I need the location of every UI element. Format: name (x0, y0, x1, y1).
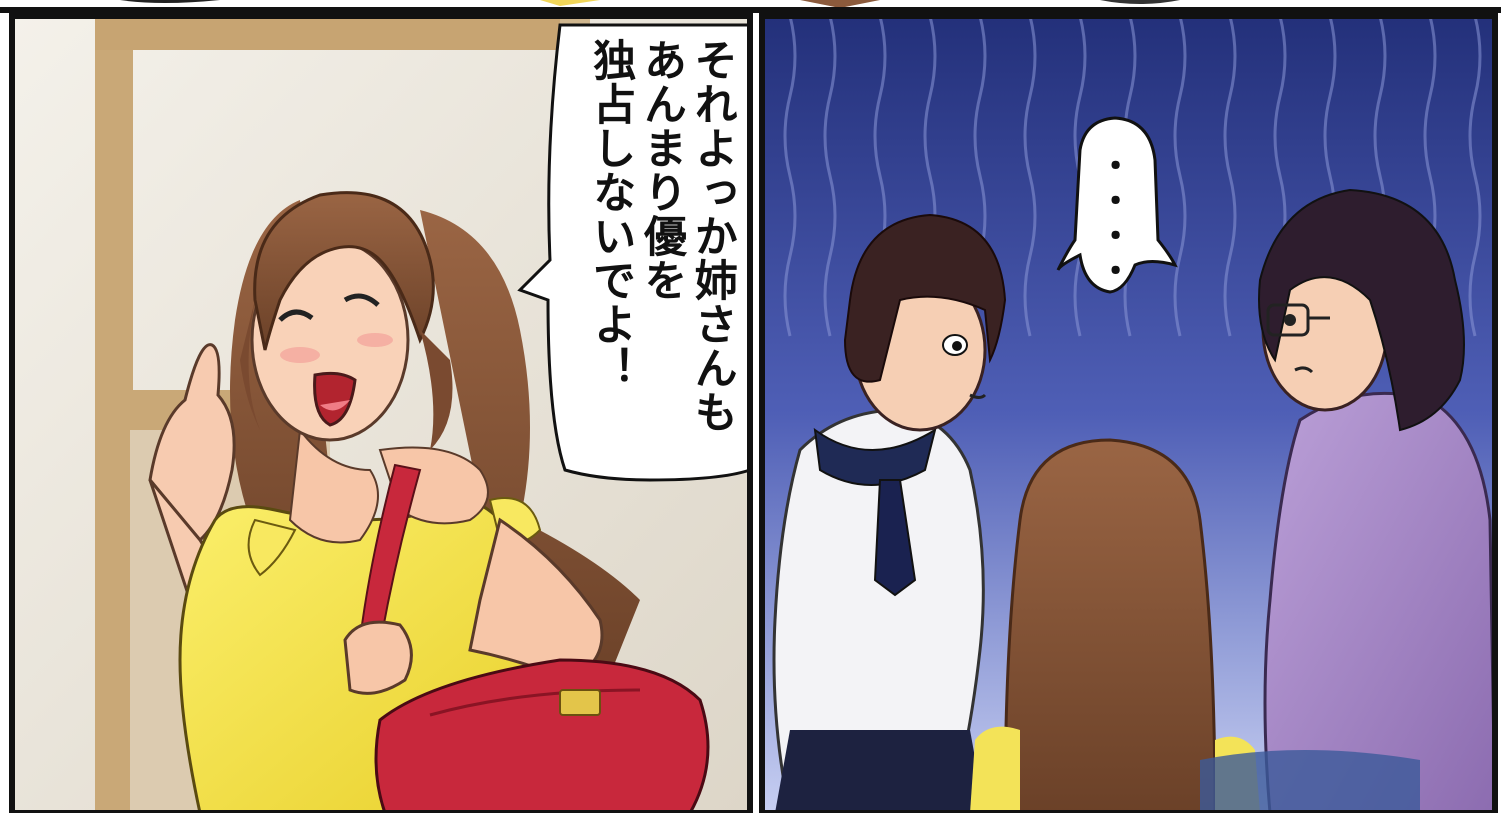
speech-left-line-1: それよっか姉さんも (687, 38, 738, 434)
sailor-collar (813, 427, 937, 486)
schoolgirl-hair (843, 213, 1007, 383)
center-girl-hair (1003, 438, 1217, 815)
red-bag (374, 658, 710, 815)
speech-bubble-left (517, 23, 752, 482)
speech-left-text: それよっか姉さんも あんまり優を 独占しないでよ！ (585, 38, 737, 478)
bag-clasp (559, 689, 601, 716)
glasses (1266, 303, 1310, 337)
neck-tie (873, 479, 917, 597)
speech-right-text: ・・・・ (1092, 148, 1133, 288)
glasses-woman-hair (1258, 188, 1465, 432)
speech-left-line-2: あんまり優を (636, 38, 687, 302)
speech-left-line-3: 独占しないでよ！ (585, 38, 636, 390)
raised-hand (148, 343, 236, 543)
previous-panel-strip (0, 0, 1501, 13)
speech-bubble-right (1056, 116, 1178, 294)
